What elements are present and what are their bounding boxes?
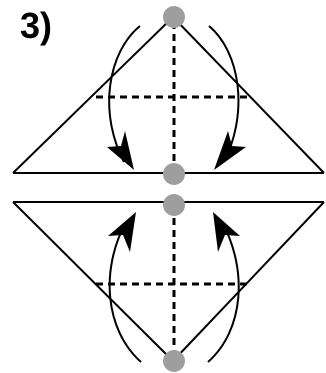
top-triangle-left-edge [12, 16, 174, 174]
circle-icon [163, 350, 185, 372]
curved-arrow-icon [213, 212, 240, 252]
top-triangle [12, 16, 325, 174]
circle-icon [163, 6, 185, 28]
curved-arrow-icon [108, 212, 136, 252]
bottom-dashed-lines [96, 206, 249, 356]
step-label: 3) [20, 5, 53, 46]
bottom-right-arrow-shaft [207, 221, 240, 363]
curved-arrow-icon [214, 131, 246, 170]
top-dashed-lines [96, 22, 249, 172]
bottom-triangle [12, 201, 325, 362]
top-right-arrow-shaft [208, 25, 240, 163]
circle-icon [163, 163, 185, 185]
bottom-left-arrow-shaft [108, 221, 142, 363]
top-left-arrow-shaft [108, 25, 141, 163]
top-arrowheads [107, 131, 246, 170]
top-triangle-right-edge [172, 16, 325, 174]
circle-icon [163, 194, 185, 216]
bottom-triangle-right-edge [172, 201, 325, 362]
bottom-arrows [108, 221, 240, 363]
bottom-triangle-left-edge [12, 201, 174, 362]
reference-dots [163, 6, 185, 372]
curved-arrow-icon [107, 131, 134, 170]
bottom-arrowheads [108, 212, 240, 252]
